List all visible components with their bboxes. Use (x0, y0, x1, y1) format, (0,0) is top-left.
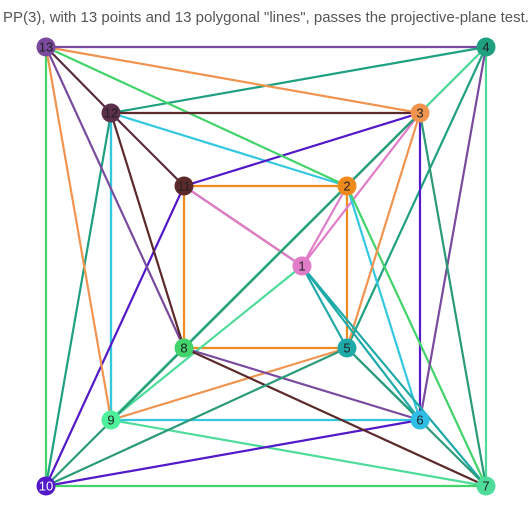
point-marker-7 (476, 476, 496, 496)
point-8: 8 (174, 338, 194, 358)
diagram-caption: PP(3), with 13 points and 13 polygonal "… (3, 9, 529, 26)
point-label-13: 13 (39, 40, 53, 55)
point-3: 3 (410, 103, 430, 123)
point-marker-11 (174, 176, 194, 196)
point-label-11: 11 (177, 179, 191, 194)
point-label-2: 2 (343, 179, 350, 194)
point-marker-2 (337, 176, 357, 196)
line-B (44, 45, 304, 268)
point-marker-10 (36, 476, 56, 496)
point-label-8: 8 (180, 341, 187, 356)
point-13: 13 (36, 37, 56, 57)
point-label-1: 1 (298, 259, 305, 274)
point-5: 5 (337, 338, 357, 358)
point-11: 11 (174, 176, 194, 196)
point-marker-8 (174, 338, 194, 358)
point-marker-12 (101, 103, 121, 123)
point-marker-5 (337, 338, 357, 358)
point-2: 2 (337, 176, 357, 196)
line-D (44, 45, 488, 488)
point-1: 1 (292, 256, 312, 276)
point-marker-13 (36, 37, 56, 57)
point-4: 4 (476, 37, 496, 57)
point-label-6: 6 (416, 413, 423, 428)
point-label-4: 4 (482, 40, 489, 55)
point-marker-4 (476, 37, 496, 57)
line-K (300, 264, 488, 488)
point-9: 9 (101, 410, 121, 430)
point-marker-9 (101, 410, 121, 430)
point-label-5: 5 (343, 341, 350, 356)
point-marker-3 (410, 103, 430, 123)
point-label-12: 12 (104, 106, 118, 121)
point-label-7: 7 (482, 479, 489, 494)
point-7: 7 (476, 476, 496, 496)
point-label-9: 9 (107, 413, 114, 428)
point-label-10: 10 (39, 479, 53, 494)
point-6: 6 (410, 410, 430, 430)
point-marker-1 (292, 256, 312, 276)
point-label-3: 3 (416, 106, 423, 121)
point-10: 10 (36, 476, 56, 496)
point-marker-6 (410, 410, 430, 430)
point-12: 12 (101, 103, 121, 123)
